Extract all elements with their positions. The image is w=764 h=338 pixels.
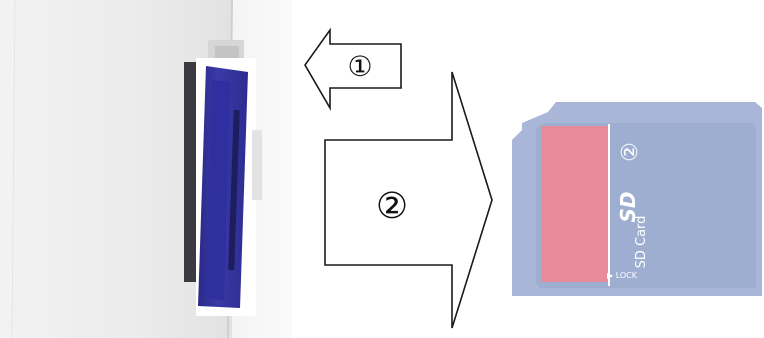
sd-card-pink-label <box>541 126 608 282</box>
sd-card-text: SD Card <box>634 216 649 269</box>
step-1-arrow-left: ① <box>304 27 402 111</box>
card-contact-strip <box>228 109 240 271</box>
step-arrows: ① ② <box>304 27 493 329</box>
capacity-mark-icon: ② <box>618 142 643 162</box>
sd-logo: SD <box>616 191 640 222</box>
sd-card-illustration: ② SD SD Card ▶ LOCK <box>512 102 762 296</box>
device-front-panel <box>0 0 232 338</box>
step-1-marker: ① <box>347 50 372 83</box>
step-2-marker: ② <box>376 186 408 227</box>
slot-opening <box>184 62 198 282</box>
device-slot-photo <box>0 0 292 338</box>
step-2-arrow-right: ② <box>324 71 493 329</box>
lock-label: ▶ LOCK <box>607 271 638 280</box>
